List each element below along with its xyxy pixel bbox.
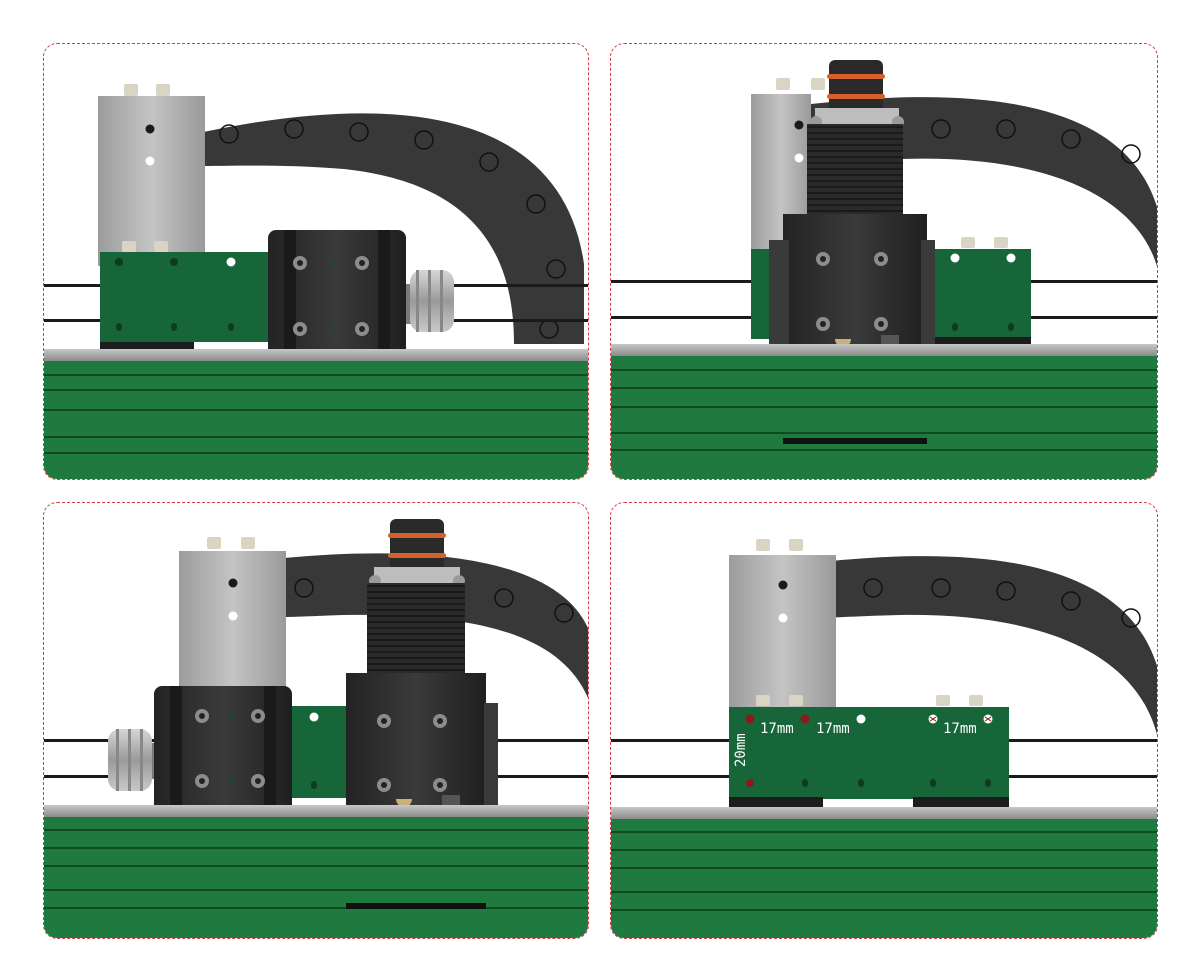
mounting-plate xyxy=(100,241,290,366)
dimension-label-spacing-b: 17mm xyxy=(816,721,850,737)
cable-chain xyxy=(194,113,584,344)
panel-laser-head-tensioner-left xyxy=(43,502,589,939)
dimension-label-spacing-a: 17mm xyxy=(760,721,794,737)
aluminium-bracket xyxy=(729,539,836,715)
aluminium-bracket xyxy=(98,84,205,266)
belt-carriage xyxy=(154,686,292,820)
panel-laser-head-mounted xyxy=(610,43,1158,480)
panel-mounting-plate-dimensions: 17mm 17mm 17mm 20mm xyxy=(610,502,1158,939)
tensioner-knob xyxy=(108,729,156,791)
aluminium-extrusion xyxy=(611,807,1157,938)
hole-marker xyxy=(800,714,810,724)
dimension-label-spacing-c: 17mm xyxy=(943,721,977,737)
laser-base xyxy=(346,903,486,909)
tensioner-knob xyxy=(406,270,454,332)
dimension-label-vertical: 20mm xyxy=(733,733,749,767)
cable-chain xyxy=(284,553,588,699)
laser-base xyxy=(783,438,927,444)
panel-carriage-tensioner-right xyxy=(43,43,589,480)
belt-carriage xyxy=(268,230,406,364)
aluminium-extrusion xyxy=(611,344,1157,479)
aluminium-extrusion xyxy=(44,805,588,938)
hole-marker xyxy=(745,714,755,724)
mounting-plate xyxy=(729,695,1009,823)
cable-chain xyxy=(811,556,1157,736)
aluminium-extrusion xyxy=(44,349,588,479)
aluminium-bracket xyxy=(179,537,286,711)
hole-marker xyxy=(746,779,754,787)
